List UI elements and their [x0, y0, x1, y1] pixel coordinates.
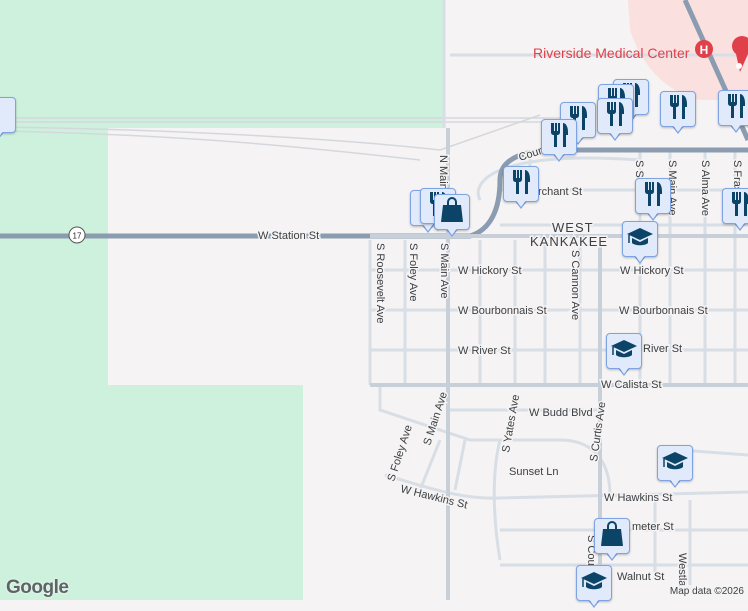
svg-text:H: H — [700, 43, 709, 57]
marker-box — [597, 98, 633, 134]
fork-knife-icon — [667, 94, 689, 125]
marker-pointer-fill — [647, 211, 659, 219]
hospital-icon[interactable]: H — [695, 40, 713, 58]
street-label: Westla — [676, 553, 688, 587]
street-label: W Calista St — [601, 379, 662, 391]
park-area — [0, 0, 108, 600]
street-label: S Cannon Ave — [569, 250, 581, 320]
marker-pointer-fill — [730, 123, 742, 131]
marker-pointer-fill — [734, 221, 746, 229]
restaurant-marker[interactable] — [722, 188, 748, 234]
marker-box — [541, 119, 577, 155]
street-label: S Yates Ave — [500, 394, 522, 454]
marker-box — [718, 90, 748, 126]
street-label: meter St — [632, 521, 674, 533]
school-marker[interactable] — [576, 565, 612, 611]
graduation-cap-icon — [610, 338, 638, 365]
marker-box — [660, 91, 696, 127]
street-label: W Hickory St — [620, 265, 684, 277]
marker-box — [434, 194, 470, 230]
school-marker[interactable] — [606, 333, 642, 379]
street-label: W Bourbonnais St — [619, 305, 708, 317]
street-label: W Hawkins St — [399, 483, 468, 511]
location-pin-icon[interactable] — [732, 36, 748, 72]
marker-box — [606, 333, 642, 369]
area-label: WEST — [552, 220, 594, 235]
street-label: Walnut St — [617, 571, 664, 583]
restaurant-marker[interactable] — [635, 178, 671, 224]
fork-knife-icon — [642, 181, 664, 212]
restaurant-marker[interactable] — [597, 98, 633, 144]
graduation-cap-icon — [626, 226, 654, 253]
street-label: Sunset Ln — [509, 466, 559, 478]
route-shield-text: 17 — [73, 232, 82, 241]
marker-box — [0, 97, 16, 133]
marker-pointer-fill — [572, 135, 584, 143]
marker-pointer-fill — [588, 598, 600, 606]
marker-pointer-fill — [446, 227, 458, 235]
fork-knife-icon — [510, 169, 532, 200]
marker-pointer-fill — [553, 152, 565, 160]
street-label: W Hickory St — [458, 265, 522, 277]
marker-box — [622, 221, 658, 257]
unknown-marker[interactable] — [0, 97, 16, 143]
restaurant-marker[interactable] — [541, 119, 577, 165]
street-label: S Main Ave — [438, 243, 450, 298]
street-label: S Roosevelt Ave — [374, 243, 386, 324]
street-label: S Foley Ave — [407, 243, 419, 302]
fork-knife-icon — [729, 191, 748, 222]
school-marker[interactable] — [657, 445, 693, 491]
marker-box — [657, 445, 693, 481]
shopping-marker[interactable] — [434, 194, 470, 240]
google-logo: Google — [6, 577, 69, 598]
street-label: W Bourbonnais St — [458, 305, 547, 317]
park-area — [108, 385, 303, 600]
marker-pointer-fill — [515, 199, 527, 207]
route-17-shield: 17 — [68, 226, 86, 244]
fork-knife-icon — [604, 101, 626, 132]
street-label: S Main Ave — [421, 390, 450, 446]
shopping-bag-icon — [441, 196, 463, 228]
marker-pointer-fill — [672, 124, 684, 132]
street-label: S S — [633, 160, 645, 178]
marker-box — [503, 166, 539, 202]
shopping-marker[interactable] — [594, 518, 630, 564]
fork-knife-icon — [548, 122, 570, 153]
marker-pointer-fill — [422, 223, 434, 231]
shopping-bag-icon — [601, 520, 623, 552]
restaurant-marker[interactable] — [718, 90, 748, 136]
graduation-cap-icon — [580, 570, 608, 597]
marker-box — [594, 518, 630, 554]
marker-pointer-fill — [0, 130, 4, 138]
school-marker[interactable] — [622, 221, 658, 267]
street-label: S Foley Ave — [385, 424, 414, 483]
graduation-cap-icon — [661, 450, 689, 477]
fork-knife-icon — [725, 93, 747, 124]
marker-pointer-fill — [609, 131, 621, 139]
street-label: S Alma Ave — [699, 160, 711, 216]
street-label: W Budd Blvd — [529, 407, 593, 419]
restaurant-marker[interactable] — [503, 166, 539, 212]
marker-box — [635, 178, 671, 214]
street-label: River St — [643, 343, 682, 355]
poi-riverside-medical-center[interactable]: Riverside Medical Center — [533, 45, 690, 61]
restaurant-marker[interactable] — [660, 91, 696, 137]
marker-pointer-fill — [634, 254, 646, 262]
marker-box — [722, 188, 748, 224]
street-label: W Hawkins St — [604, 492, 672, 504]
marker-pointer-fill — [606, 551, 618, 559]
map-attribution[interactable]: Map data ©2026 — [665, 585, 748, 598]
marker-pointer-fill — [669, 478, 681, 486]
street-label: rchant St — [538, 186, 582, 198]
marker-pointer-fill — [618, 366, 630, 374]
street-label: W Station St — [258, 230, 319, 242]
marker-box — [576, 565, 612, 601]
street-label: S Fras — [731, 160, 743, 193]
fork-knife-icon — [567, 105, 589, 136]
street-label: W River St — [458, 345, 511, 357]
railway — [0, 114, 560, 161]
area-label: KANKAKEE — [530, 234, 608, 249]
